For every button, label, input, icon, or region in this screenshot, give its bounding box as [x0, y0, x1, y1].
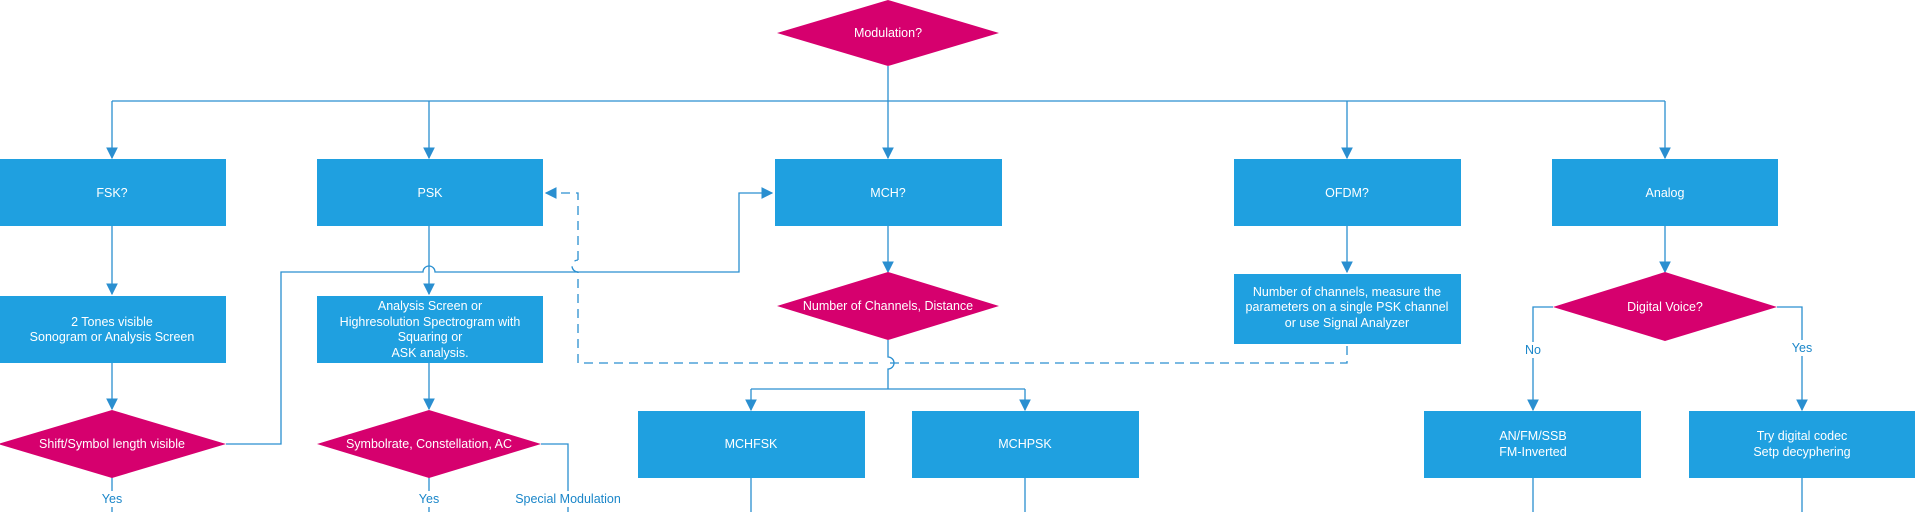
box-mch: MCH? [775, 159, 1002, 226]
box-analog-label: Analog [1646, 186, 1685, 200]
decision-digital-voice: Digital Voice? [1553, 272, 1777, 341]
dashed-to-psk-vertical [577, 272, 878, 364]
box-fsk-tones-line-2: Sonogram or Analysis Screen [30, 330, 195, 344]
box-psk-label: PSK [417, 186, 443, 200]
connector-voice-yes [1777, 306, 1808, 412]
edge-label-voice-no: No [1525, 343, 1541, 357]
box-ofdm-channels-line-1: Number of channels, measure the [1253, 285, 1441, 299]
dashed-to-psk [544, 187, 579, 260]
dashed-ofdm-bottom [886, 346, 1348, 364]
edge-label-psk-yes: Yes [419, 492, 439, 506]
box-ofdm: OFDM? [1234, 159, 1461, 226]
decision-symbolrate: Symbolrate, Constellation, AC [317, 410, 541, 478]
box-digital-codec-line-2: Setp decyphering [1753, 445, 1850, 459]
box-anfm: AN/FM/SSB FM-Inverted [1424, 411, 1641, 478]
connector-channels-split [887, 340, 895, 389]
decision-digital-voice-label: Digital Voice? [1627, 300, 1703, 314]
box-psk: PSK [317, 159, 543, 226]
box-ofdm-channels-line-2: parameters on a single PSK channel [1246, 300, 1449, 314]
box-digital-codec: Try digital codec Setp decyphering [1689, 411, 1915, 478]
box-psk-analysis-line-3: Squaring or [398, 330, 463, 344]
decision-modulation-label: Modulation? [854, 26, 922, 40]
edge-label-fsk-yes: Yes [102, 492, 122, 506]
box-psk-analysis-line-2: Highresolution Spectrogram with [340, 315, 521, 329]
decision-mch-channels-label: Number of Channels, Distance [803, 299, 973, 313]
edge-labels: Yes Yes Special Modulation No Yes [100, 340, 1814, 507]
box-ofdm-label: OFDM? [1325, 186, 1369, 200]
box-ofdm-channels-line-3: or use Signal Analyzer [1285, 316, 1409, 330]
box-anfm-line-1: AN/FM/SSB [1499, 429, 1566, 443]
box-digital-codec-line-1: Try digital codec [1757, 429, 1848, 443]
box-fsk-tones-line-1: 2 Tones visible [71, 315, 153, 329]
box-psk-analysis: Analysis Screen or Highresolution Spectr… [317, 296, 543, 363]
box-fsk-tones: 2 Tones visible Sonogram or Analysis Scr… [0, 296, 226, 363]
edge-label-special-modulation: Special Modulation [515, 492, 621, 506]
connector-special-modulation [541, 443, 569, 512]
decision-mch-channels: Number of Channels, Distance [777, 272, 999, 340]
box-ofdm-channels: Number of channels, measure the paramete… [1234, 274, 1461, 344]
decision-symbolrate-label: Symbolrate, Constellation, AC [346, 437, 512, 451]
dashed-hop [571, 259, 579, 273]
decision-shift-symbol: Shift/Symbol length visible [0, 410, 226, 478]
box-psk-analysis-line-4: ASK analysis. [391, 346, 468, 360]
box-fsk: FSK? [0, 159, 226, 226]
box-fsk-label: FSK? [96, 186, 127, 200]
decision-modulation: Modulation? [777, 0, 999, 66]
box-mchfsk: MCHFSK [638, 411, 865, 478]
box-mchfsk-label: MCHFSK [725, 437, 778, 451]
decision-shift-symbol-label: Shift/Symbol length visible [39, 437, 185, 451]
box-mch-label: MCH? [870, 186, 905, 200]
box-psk-analysis-line-1: Analysis Screen or [378, 299, 482, 313]
edge-label-voice-yes: Yes [1792, 341, 1812, 355]
box-mchpsk-label: MCHPSK [998, 437, 1052, 451]
box-mchpsk: MCHPSK [912, 411, 1139, 478]
connector-voice-no [1527, 306, 1553, 412]
box-anfm-line-2: FM-Inverted [1499, 445, 1566, 459]
box-analog: Analog [1552, 159, 1778, 226]
